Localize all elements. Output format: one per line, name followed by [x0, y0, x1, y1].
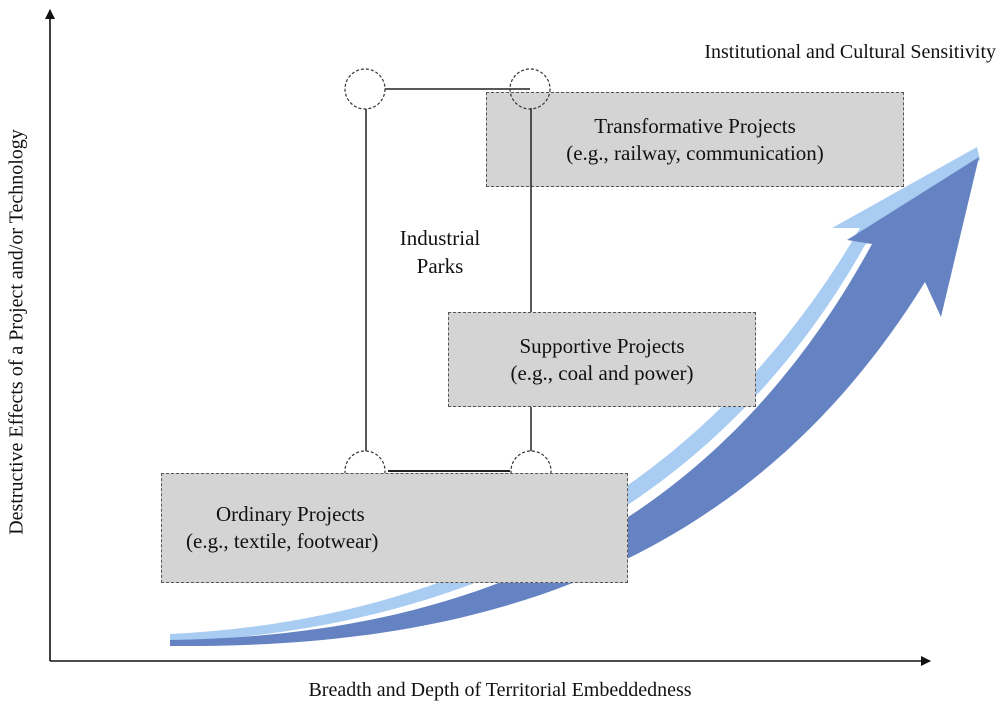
- y-axis-label: Destructive Effects of a Project and/or …: [5, 129, 28, 535]
- supportive-projects-example: (e.g., coal and power): [510, 360, 694, 385]
- corner-circle-top-left: [344, 68, 386, 110]
- ordinary-projects-title: Ordinary Projects: [216, 502, 365, 526]
- industrial-parks-line2: Parks: [416, 254, 464, 279]
- x-axis-label: Breadth and Depth of Territorial Embedde…: [308, 679, 692, 701]
- supportive-projects-title: Supportive Projects: [519, 333, 685, 358]
- arrow-highlight: [170, 147, 980, 642]
- arrow-body: [170, 157, 979, 647]
- sensitivity-arrow: [170, 147, 980, 647]
- transformative-projects-box: Transformative Projects (e.g., railway, …: [486, 92, 904, 187]
- transformative-projects-example: (e.g., railway, communication): [566, 140, 824, 165]
- industrial-parks-line1: Industrial: [399, 226, 481, 250]
- ordinary-projects-example: (e.g., textile, footwear): [186, 529, 379, 553]
- arrow-label: Institutional and Cultural Sensitivity: [704, 41, 996, 63]
- transformative-projects-title: Transformative Projects: [594, 113, 796, 138]
- supportive-projects-box: Supportive Projects (e.g., coal and powe…: [448, 312, 756, 407]
- ordinary-projects-box: Ordinary Projects (e.g., textile, footwe…: [161, 473, 628, 583]
- industrial-parks-label: Industrial Parks: [380, 226, 500, 279]
